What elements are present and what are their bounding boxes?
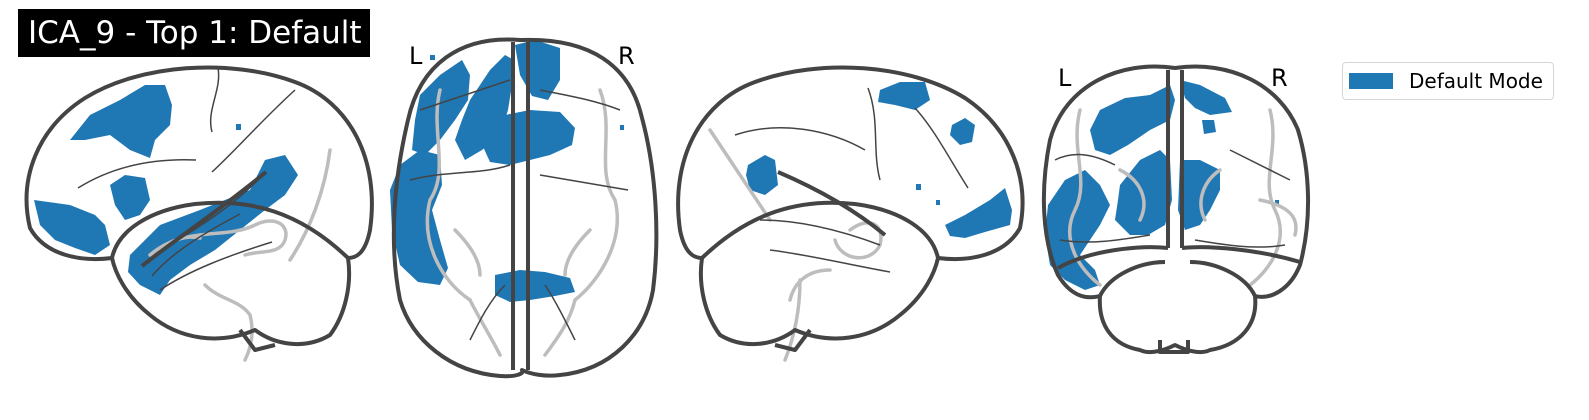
coronal-left-label: L xyxy=(1058,64,1072,92)
axial-right-label: R xyxy=(618,42,635,70)
axial-left-label: L xyxy=(409,42,423,70)
activation-blobs-right-sagittal xyxy=(746,82,1012,238)
right-sagittal-view xyxy=(676,65,1025,362)
activation-blobs-coronal xyxy=(1045,80,1279,290)
legend: Default Mode xyxy=(1342,62,1554,100)
legend-label: Default Mode xyxy=(1409,69,1543,93)
figure-title: ICA_9 - Top 1: Default xyxy=(18,9,370,57)
left-sagittal-view xyxy=(24,65,374,362)
coronal-right-label: R xyxy=(1271,64,1288,92)
legend-swatch xyxy=(1349,73,1393,89)
coronal-view xyxy=(1041,64,1310,355)
axial-view xyxy=(390,37,659,379)
activation-blobs-left-sagittal xyxy=(34,85,298,295)
